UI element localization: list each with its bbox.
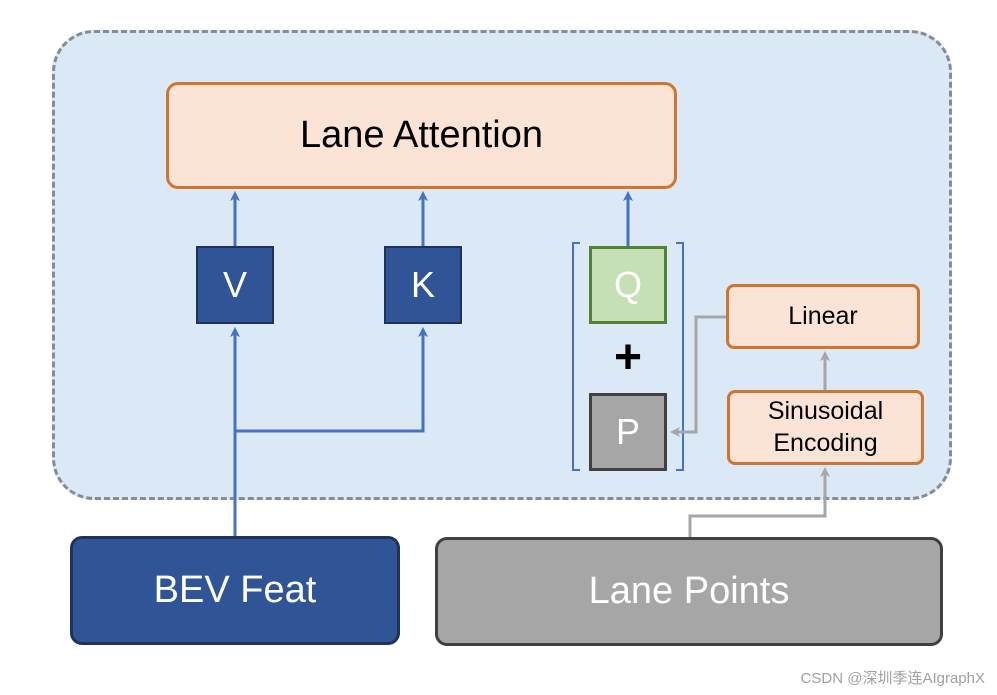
k-box: K [384,246,462,324]
bracket-left [572,242,580,471]
arrow-lanepoints-to-sinusoidal [688,467,830,537]
sinusoidal-label: Sinusoidal [767,397,884,426]
lane-attention-box: Lane Attention [166,82,677,189]
linear-box: Linear [726,284,920,349]
lane-points-box: Lane Points [435,537,943,646]
bev-feat-box: BEV Feat [70,536,400,645]
watermark: CSDN @深圳季连AIgraphX [800,670,985,687]
v-box: V [196,246,274,324]
bracket-right [676,242,684,471]
sinusoidal-encoding-box: Sinusoidal Encoding [727,390,924,465]
encoding-label: Encoding [773,428,878,457]
q-box: Q [589,246,667,324]
arrow-linear-to-p [670,315,726,437]
arrow-bev-to-k [235,327,428,433]
p-box: P [589,393,667,471]
plus-sign: + [613,331,643,384]
